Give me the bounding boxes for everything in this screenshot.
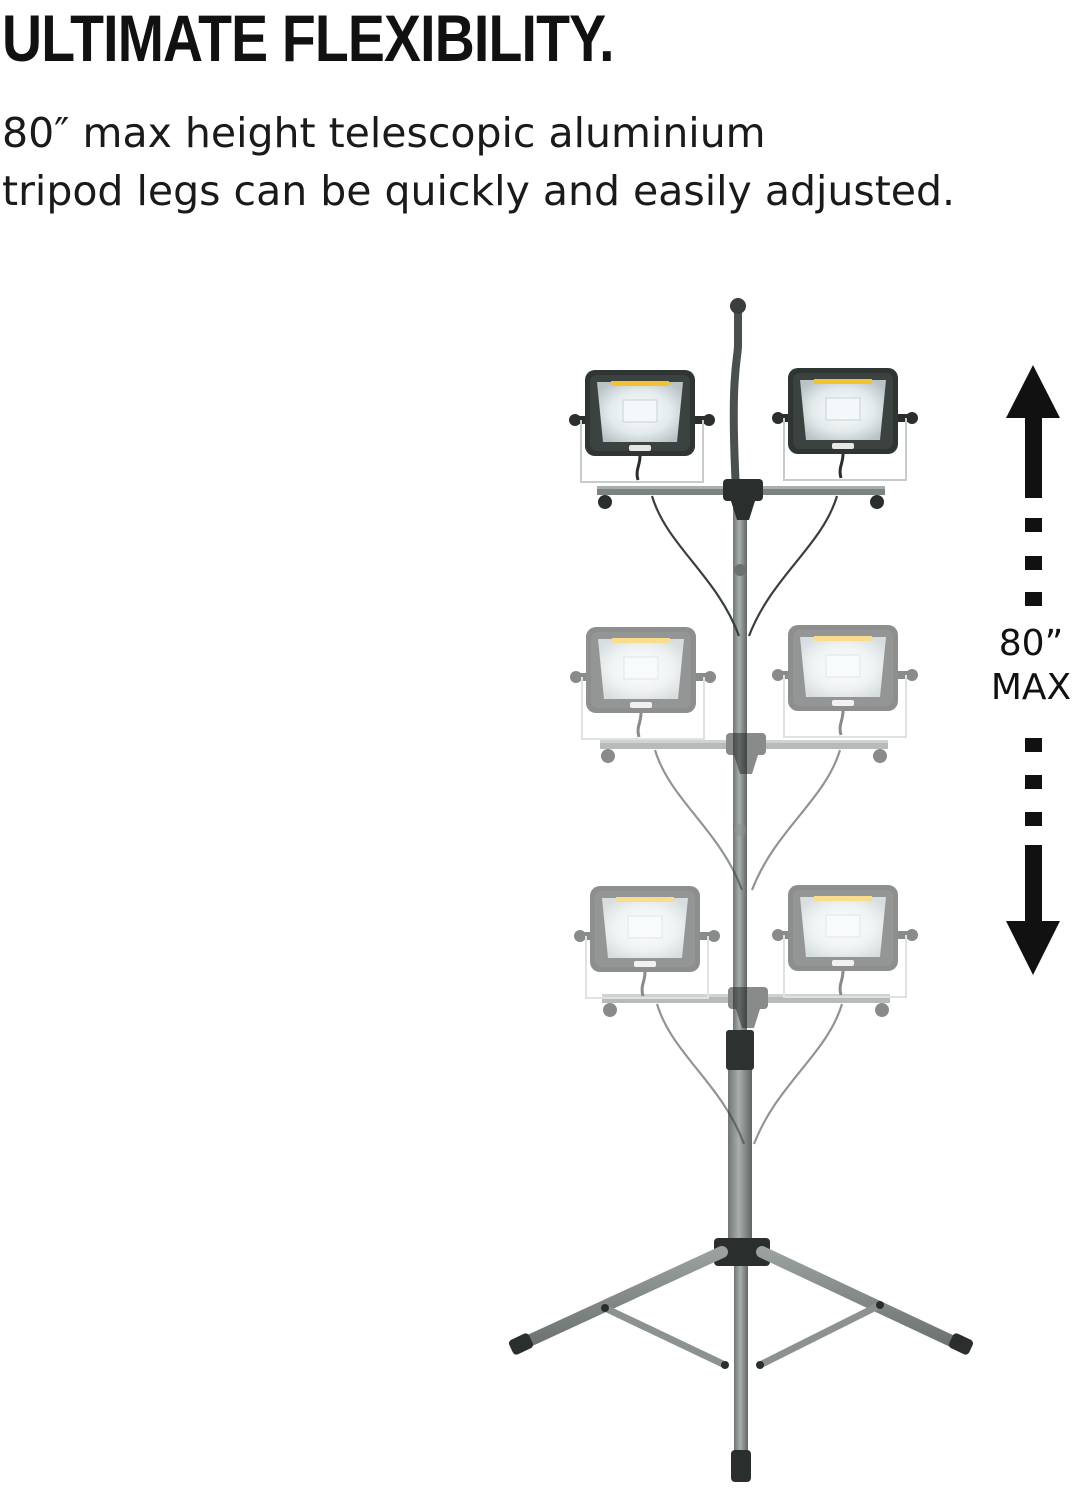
arrow-down-icon: [1006, 738, 1060, 975]
height-max-label: MAX: [990, 667, 1072, 708]
subtitle-line-1: 80″ max height telescopic aluminium: [2, 109, 766, 157]
headline: ULTIMATE FLEXIBILITY.: [2, 1, 615, 75]
height-value: 80”: [998, 623, 1064, 664]
height-label: 80” MAX: [975, 622, 1082, 710]
subtitle-line-2: tripod legs can be quickly and easily ad…: [2, 167, 956, 215]
height-indicator: [1006, 365, 1060, 975]
tripod-work-light-illustration: [508, 298, 974, 1482]
subtitle: 80″ max height telescopic aluminium trip…: [2, 104, 955, 220]
arrow-up-icon: [1006, 365, 1060, 606]
